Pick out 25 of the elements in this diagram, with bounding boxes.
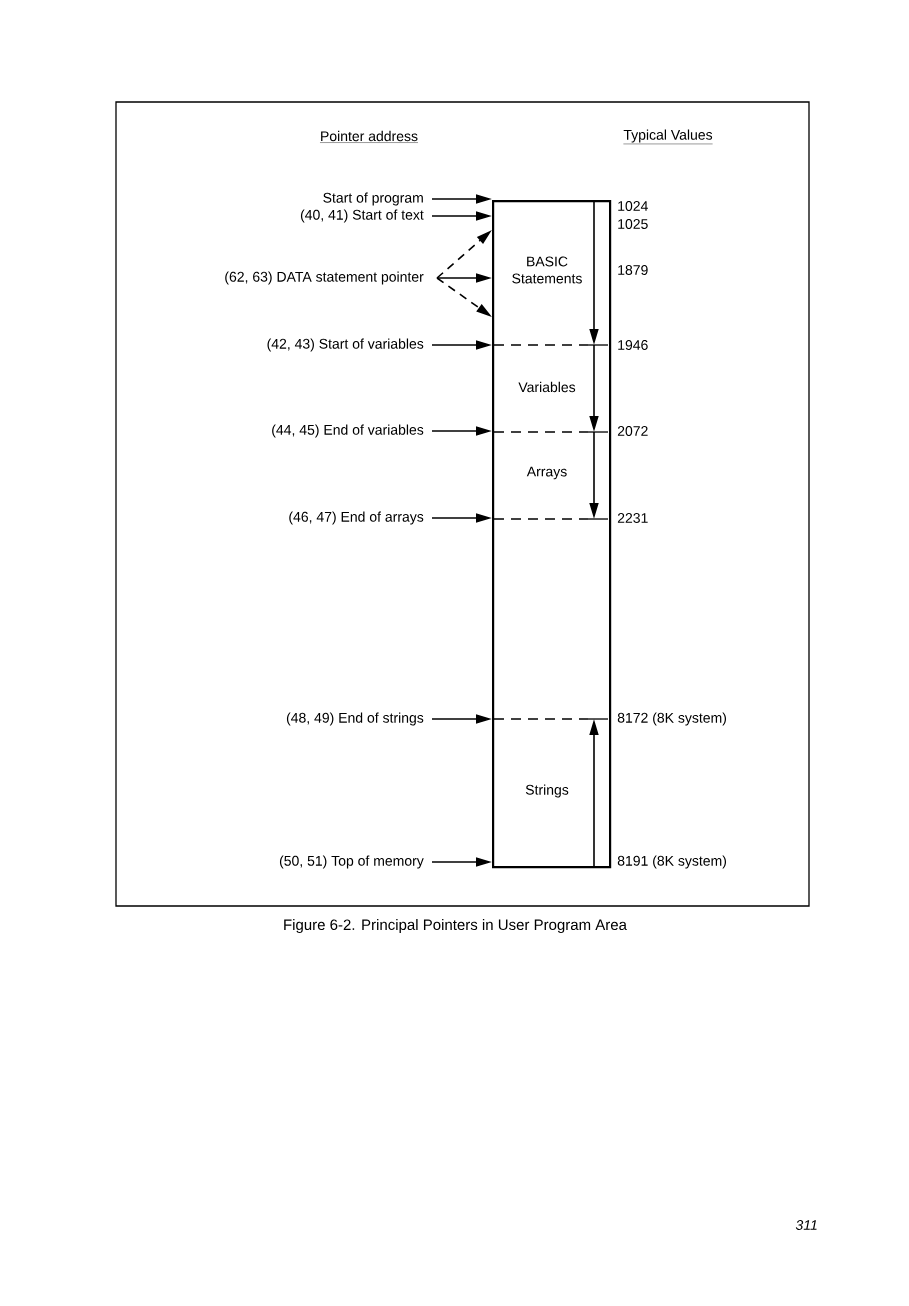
pointer-label: (46, 47) End of arrays: [289, 511, 424, 525]
address-value: 1024: [618, 201, 648, 211]
pointer-label: Start of program: [323, 192, 423, 206]
column-heading: Pointer address: [319, 130, 419, 143]
pointer-label: (42, 43) Start of variables: [267, 338, 424, 352]
region-label: Strings: [525, 784, 569, 798]
figure-caption: Figure 6-2. Principal Pointers in User Program Area: [284, 919, 627, 933]
region-label: BASIC Statements: [512, 256, 582, 284]
address-value: 2072: [617, 426, 648, 436]
address-value: 1946: [618, 340, 648, 350]
pointer-label: (44, 45) End of variables: [272, 424, 424, 438]
pointer-label: (48, 49) End of strings: [286, 712, 424, 726]
address-value: 1025: [618, 219, 648, 229]
column-heading: Typical Values: [623, 129, 713, 145]
region-label: Arrays: [526, 466, 567, 480]
address-value: 1879: [618, 265, 648, 275]
address-value: 8172 (8K system): [617, 712, 726, 726]
region-label: Variables: [518, 381, 576, 393]
address-value: 8191 (8K system): [617, 855, 726, 869]
address-value: 2231: [617, 513, 648, 523]
pointer-label: (50, 51) Top of memory: [279, 855, 424, 869]
pointer-label: (40, 41) Start of text: [300, 209, 424, 223]
pointer-label: (62, 63) DATA statement pointer: [225, 271, 424, 285]
page-number: 311: [795, 1220, 817, 1230]
memory-column: [492, 200, 612, 869]
